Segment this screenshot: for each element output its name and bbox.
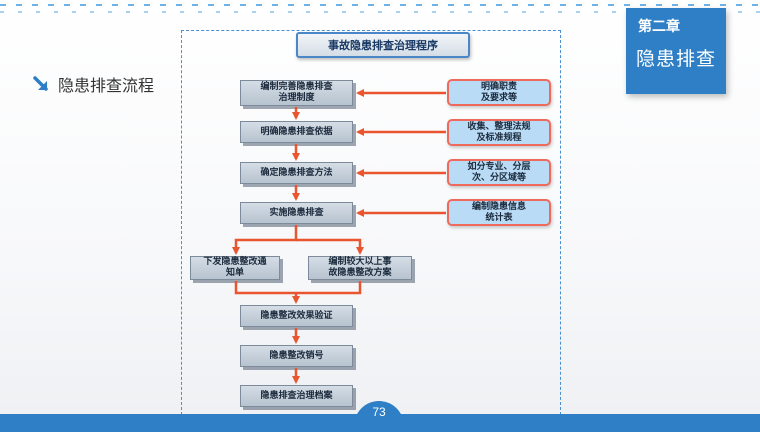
section-heading-label: 隐患排查流程: [58, 76, 155, 95]
flow-step: 下发隐患整改通知单: [190, 256, 280, 280]
chapter-label: 第二章: [638, 19, 680, 35]
flow-step: 编制较大以上事故隐患整改方案: [308, 256, 412, 280]
flow-note: 明确职责及要求等: [447, 79, 551, 106]
flow-note: 收集、整理法规及标准规程: [447, 119, 551, 146]
chapter-badge: 第二章 隐患排查: [626, 8, 726, 94]
section-heading: 隐患排查流程: [32, 72, 154, 96]
arrow-down-right-icon: [33, 76, 48, 91]
diagram-title: 事故隐患排查治理程序: [296, 32, 470, 58]
flow-step: 隐患整改效果验证: [240, 305, 353, 327]
flow-step: 隐患整改销号: [240, 345, 353, 367]
flow-step: 实施隐患排查: [240, 202, 353, 224]
flow-note: 如分专业、分层次、分区域等: [447, 159, 551, 186]
flow-step: 隐患排查治理档案: [240, 385, 353, 407]
page-number: 73: [372, 405, 386, 419]
chapter-section-title: 隐患排查: [636, 48, 717, 70]
flow-note: 编制隐患信息统计表: [447, 199, 551, 226]
flow-step: 明确隐患排查依据: [240, 121, 353, 143]
flow-step: 确定隐患排查方法: [240, 162, 353, 184]
flow-step: 编制完善隐患排查治理制度: [240, 80, 353, 106]
